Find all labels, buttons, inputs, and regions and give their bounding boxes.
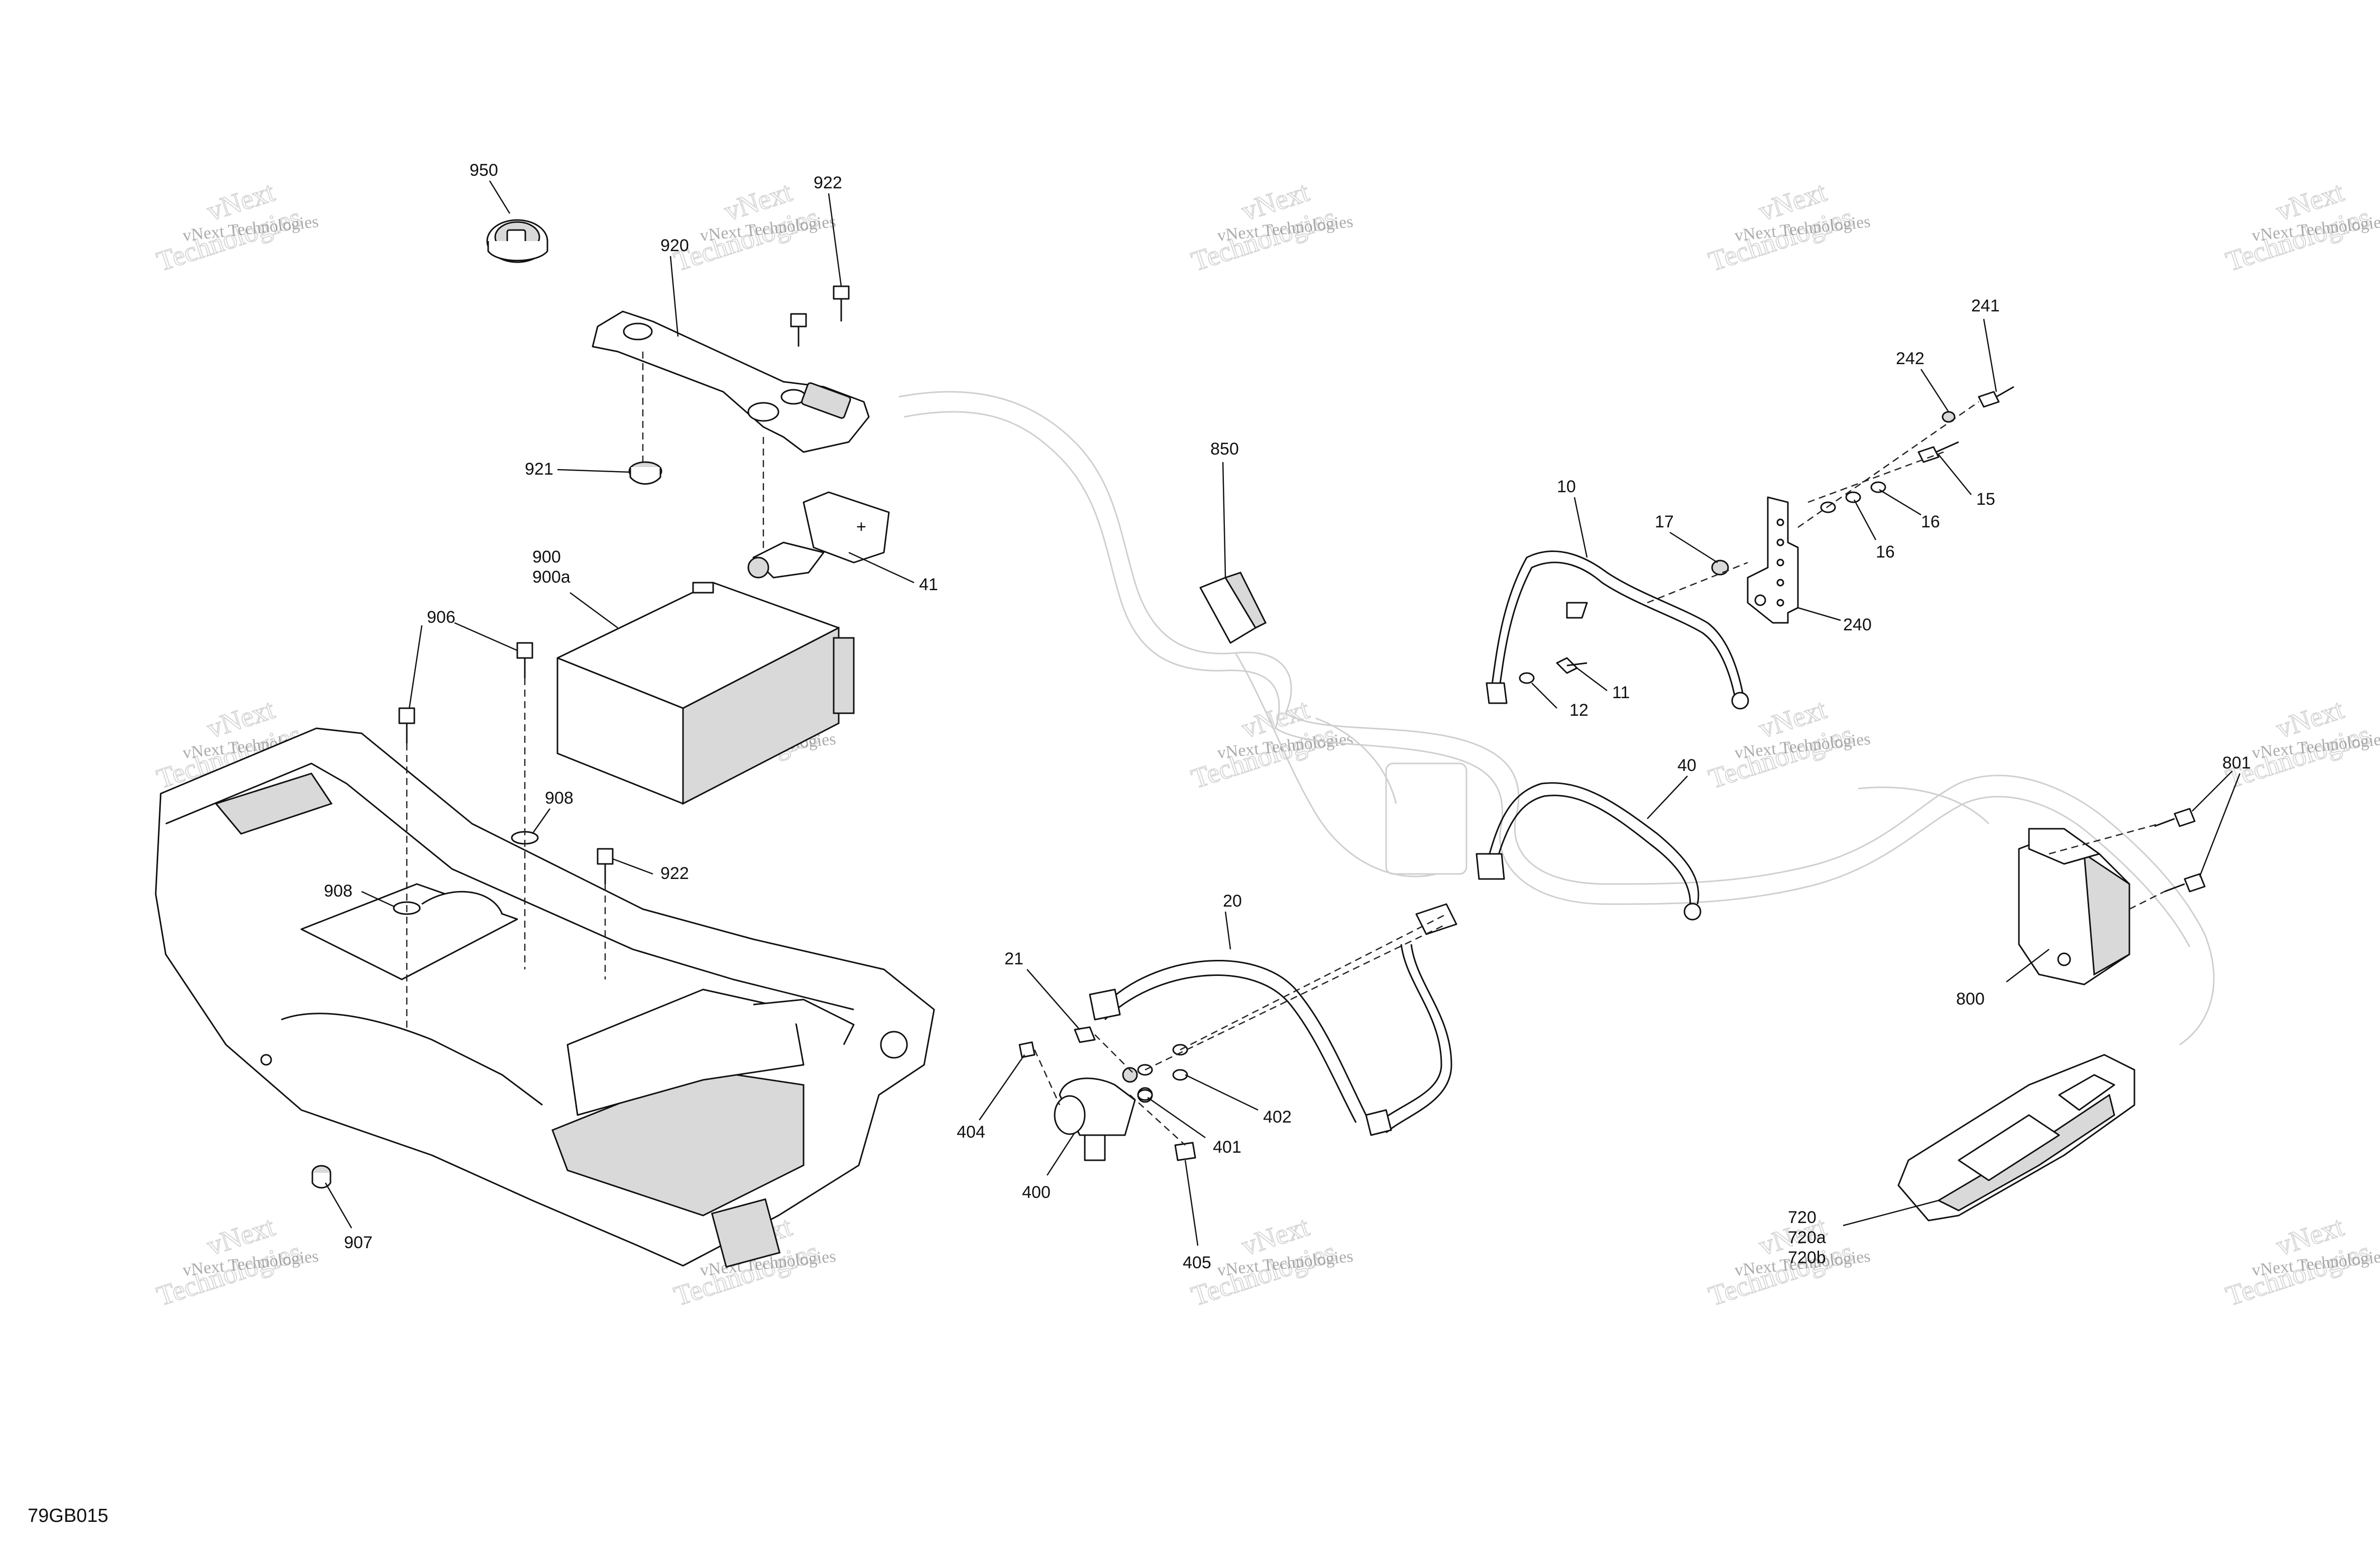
callout-402: 402 bbox=[1263, 1108, 1292, 1127]
connector-part bbox=[1199, 572, 1267, 644]
callout-16: 16 bbox=[1876, 542, 1895, 562]
battery-tray-part bbox=[155, 727, 935, 1268]
headlight-720-part bbox=[1897, 1054, 2135, 1222]
watermark: vNext Technologies vNext Technologies bbox=[153, 1210, 319, 1312]
svg-text:+: + bbox=[856, 517, 866, 536]
callout-242: 242 bbox=[1896, 349, 1924, 368]
callout-11: 11 bbox=[1612, 683, 1630, 702]
battery-part bbox=[556, 582, 855, 805]
callout-241: 241 bbox=[1971, 296, 2000, 315]
cable-short-part bbox=[1365, 903, 1457, 1136]
nut-405 bbox=[1174, 1142, 1196, 1161]
callout-15: 15 bbox=[1976, 490, 1995, 509]
bolt-404 bbox=[1018, 1041, 1036, 1058]
callout-921: 921 bbox=[525, 460, 553, 479]
ground-fasteners bbox=[1519, 386, 2014, 684]
alignment-lines-relay bbox=[1034, 913, 1447, 1146]
callout-21: 21 bbox=[1004, 949, 1024, 968]
terminal-cover-part: + bbox=[747, 491, 890, 579]
relay-400-part bbox=[1054, 1067, 1153, 1161]
callout-40: 40 bbox=[1677, 756, 1696, 775]
callout-920: 920 bbox=[660, 236, 689, 255]
washer-402-b bbox=[1172, 1069, 1188, 1081]
bracket-part bbox=[592, 310, 870, 453]
callout-41: 41 bbox=[919, 575, 938, 594]
nut-21 bbox=[1074, 1026, 1096, 1043]
bolt-906-right bbox=[516, 642, 533, 678]
drawing-id: 79GB015 bbox=[28, 1505, 108, 1526]
bolt-801-b bbox=[2184, 873, 2206, 893]
watermark: vNext Technologies vNext Technologies bbox=[1187, 693, 1354, 795]
callout-405: 405 bbox=[1183, 1253, 1211, 1272]
watermark: vNext Technologies vNext Technologies bbox=[1705, 693, 1871, 795]
callout-900: 900 bbox=[532, 547, 561, 567]
module-800-part bbox=[2018, 828, 2130, 985]
watermark: vNext Technologies vNext Technologies bbox=[2222, 176, 2380, 278]
callout-908: 908 bbox=[324, 881, 353, 901]
callout-16: 16 bbox=[1921, 512, 1940, 531]
callout-17: 17 bbox=[1655, 512, 1674, 531]
bolt-922-tray bbox=[597, 848, 614, 884]
callout-950: 950 bbox=[470, 161, 498, 180]
watermark: vNext Technologies vNext Technologies bbox=[2222, 1210, 2380, 1312]
bolt-bracket-left bbox=[790, 313, 807, 347]
bolt-906-left bbox=[398, 707, 415, 743]
watermark: vNext Technologies vNext Technologies bbox=[1187, 1210, 1354, 1312]
main-wiring-harness-ghost bbox=[898, 391, 2215, 1046]
callout-401: 401 bbox=[1213, 1138, 1241, 1157]
callout-908: 908 bbox=[545, 789, 574, 808]
relay-fasteners bbox=[1018, 1026, 1196, 1161]
nut-921 bbox=[628, 461, 662, 485]
alignment-lines-ground bbox=[1647, 401, 1979, 604]
callout-720: 720 bbox=[1788, 1208, 1817, 1227]
cable-20-part bbox=[1089, 960, 1367, 1123]
watermark: vNext Technologies vNext Technologies bbox=[670, 176, 837, 278]
ground-cable-part bbox=[1486, 550, 1749, 710]
callout-800: 800 bbox=[1956, 989, 1985, 1009]
bolt-922-top bbox=[833, 285, 850, 321]
grommet-907 bbox=[311, 1165, 331, 1189]
ground-bracket-part bbox=[1747, 496, 1799, 624]
watermark: vNext Technologies vNext Technologies bbox=[153, 176, 319, 278]
usb-socket-part bbox=[486, 219, 548, 263]
callout-404: 404 bbox=[957, 1123, 985, 1142]
bracket-fasteners bbox=[628, 285, 850, 485]
positive-cable-40-part bbox=[1476, 782, 1702, 921]
callout-12: 12 bbox=[1569, 701, 1589, 720]
callout-907: 907 bbox=[344, 1233, 373, 1252]
callout-922: 922 bbox=[660, 864, 689, 883]
callout-900a: 900a bbox=[532, 568, 571, 587]
callout-240: 240 bbox=[1843, 615, 1872, 634]
alignment-lines-battery bbox=[406, 352, 764, 1030]
watermark: vNext Technologies vNext Technologies bbox=[2222, 693, 2380, 795]
leader-lines bbox=[324, 180, 2241, 1246]
watermark: vNext Technologies vNext Technologies bbox=[1705, 176, 1871, 278]
callout-850: 850 bbox=[1210, 439, 1239, 459]
callout-906: 906 bbox=[427, 608, 456, 627]
alignment-lines-module bbox=[2049, 823, 2165, 910]
callout-720a: 720a bbox=[1788, 1228, 1826, 1247]
module-fasteners bbox=[2154, 808, 2206, 893]
callout-20: 20 bbox=[1223, 892, 1242, 911]
callout-720b: 720b bbox=[1788, 1248, 1826, 1267]
callout-10: 10 bbox=[1557, 477, 1576, 496]
watermark: vNext Technologies vNext Technologies bbox=[1187, 176, 1354, 278]
callout-400: 400 bbox=[1022, 1183, 1051, 1202]
tray-fasteners bbox=[311, 642, 614, 1189]
callout-labels: 950 922 920 921 41 900 900a 906 908 908 … bbox=[324, 161, 2251, 1272]
callout-922: 922 bbox=[814, 173, 842, 192]
bolt-801-a bbox=[2174, 808, 2196, 827]
callout-801: 801 bbox=[2222, 753, 2251, 772]
